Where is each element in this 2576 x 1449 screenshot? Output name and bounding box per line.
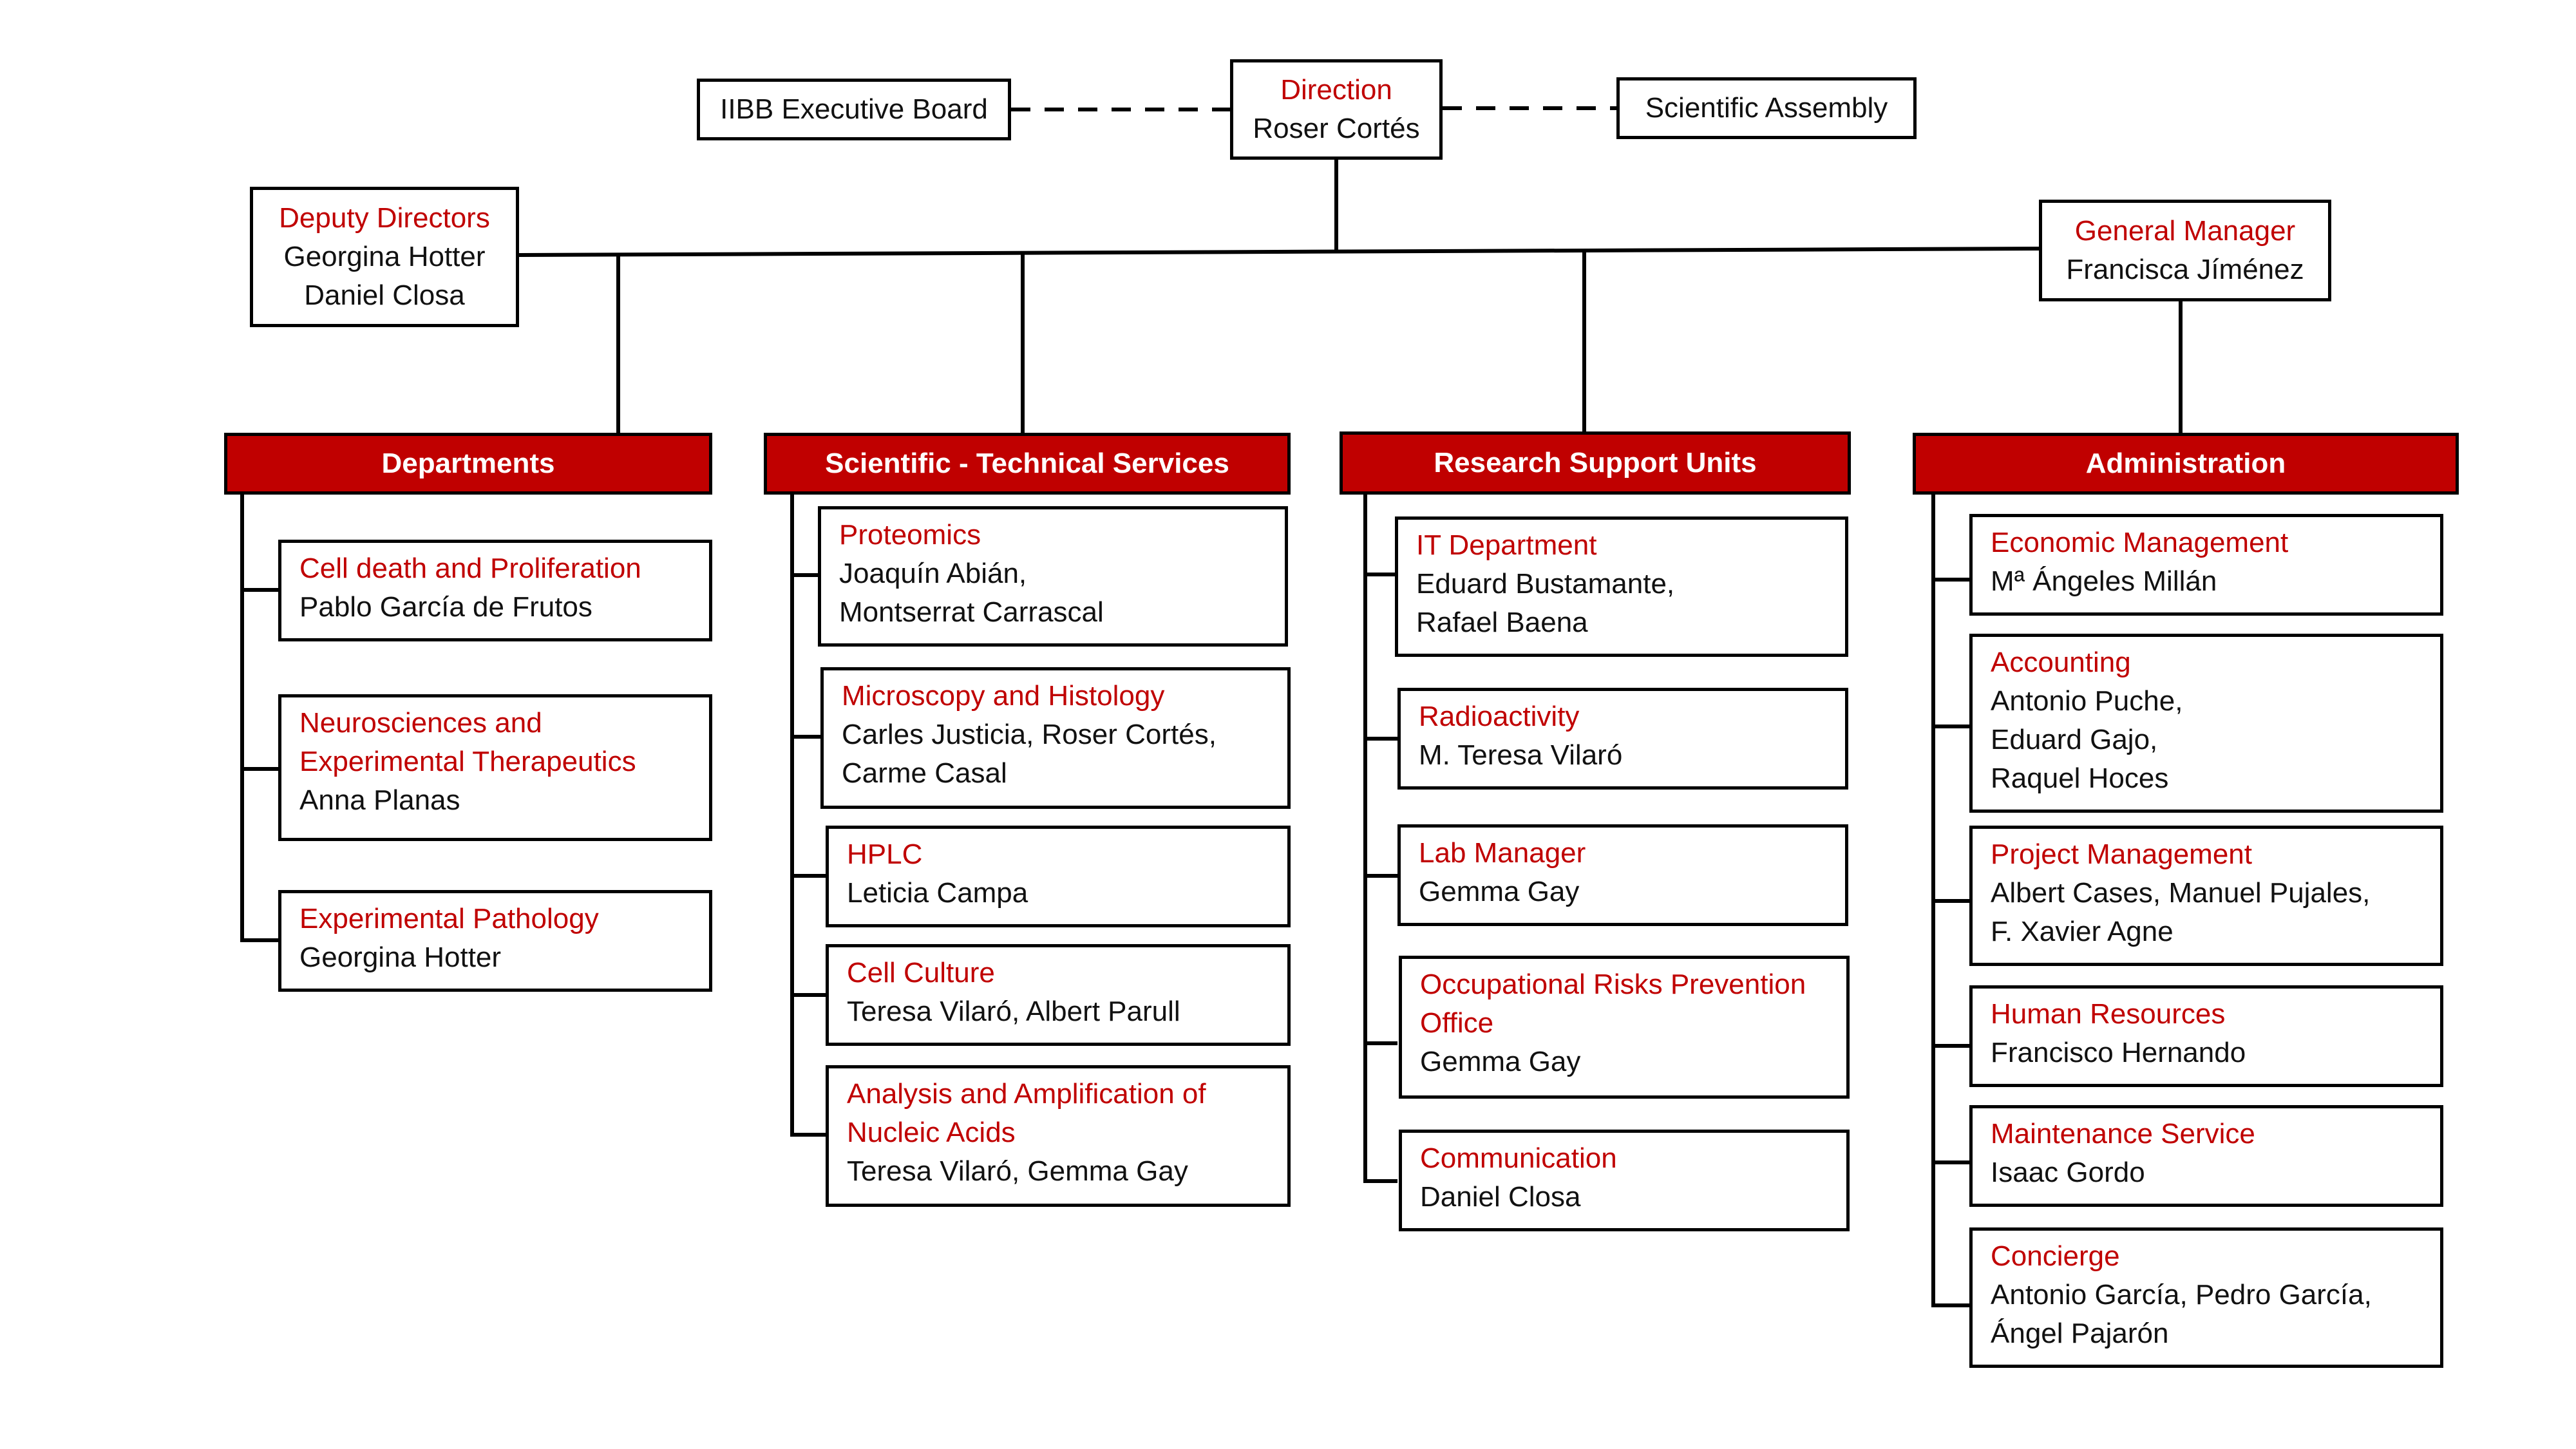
direction-name: Roser Cortés	[1253, 113, 1420, 144]
research-support-units-header: Research Support Units	[1340, 431, 1851, 495]
unit-people: Pablo García de Frutos	[299, 591, 592, 623]
department-box: Cell death and Proliferation Pablo Garcí…	[278, 540, 712, 641]
unit-people: Mª Ángeles Millán	[1991, 565, 2217, 597]
unit-title: Accounting	[1991, 647, 2131, 678]
unit-title: Lab Manager	[1419, 837, 1586, 869]
unit-title: Analysis and Amplification of	[847, 1078, 1206, 1110]
unit-title: Concierge	[1991, 1240, 2120, 1272]
service-box: Proteomics Joaquín Abián, Montserrat Car…	[818, 506, 1288, 647]
unit-title: Maintenance Service	[1991, 1118, 2255, 1150]
unit-people: M. Teresa Vilaró	[1419, 739, 1623, 771]
executive-board-box: IIBB Executive Board	[697, 79, 1011, 140]
unit-title: HPLC	[847, 838, 923, 870]
unit-title: Nucleic Acids	[847, 1117, 1016, 1148]
support-unit-box: Communication Daniel Closa	[1399, 1130, 1850, 1231]
unit-people: Antonio Puche,	[1991, 685, 2183, 717]
unit-title: Radioactivity	[1419, 701, 1580, 732]
direction-title: Direction	[1280, 74, 1392, 106]
unit-people: F. Xavier Agne	[1991, 916, 2174, 947]
service-box: Analysis and Amplification of Nucleic Ac…	[826, 1065, 1291, 1207]
unit-people: Anna Planas	[299, 784, 460, 816]
executive-board-label: IIBB Executive Board	[720, 93, 988, 125]
unit-people: Antonio García, Pedro García,	[1991, 1279, 2372, 1311]
service-box: HPLC Leticia Campa	[826, 826, 1291, 927]
unit-title: Cell Culture	[847, 957, 995, 989]
scientific-technical-services-header: Scientific - Technical Services	[764, 433, 1291, 495]
unit-people: Leticia Campa	[847, 877, 1028, 909]
unit-people: Carles Justicia, Roser Cortés,	[842, 719, 1217, 750]
administration-box: Concierge Antonio García, Pedro García, …	[1969, 1227, 2443, 1368]
unit-people: Carme Casal	[842, 757, 1007, 789]
unit-title: Neurosciences and	[299, 707, 542, 739]
unit-people: Montserrat Carrascal	[839, 596, 1104, 628]
support-unit-box: Lab Manager Gemma Gay	[1397, 824, 1848, 926]
administration-box: Economic Management Mª Ángeles Millán	[1969, 514, 2443, 616]
unit-people: Georgina Hotter	[299, 942, 502, 973]
unit-people: Joaquín Abián,	[839, 558, 1027, 589]
administration-box: Maintenance Service Isaac Gordo	[1969, 1105, 2443, 1207]
unit-people: Teresa Vilaró, Albert Parull	[847, 996, 1180, 1027]
unit-title: Office	[1420, 1007, 1494, 1039]
administration-box: Accounting Antonio Puche, Eduard Gajo, R…	[1969, 634, 2443, 813]
support-unit-box: Occupational Risks Prevention Office Gem…	[1399, 956, 1850, 1099]
unit-title: Communication	[1420, 1142, 1617, 1174]
direction-box: Direction Roser Cortés	[1230, 59, 1443, 160]
unit-title: Human Resources	[1991, 998, 2226, 1030]
unit-title: Project Management	[1991, 838, 2252, 870]
unit-people: Daniel Closa	[1420, 1181, 1581, 1213]
unit-people: Gemma Gay	[1420, 1046, 1581, 1077]
service-box: Microscopy and Histology Carles Justicia…	[820, 667, 1291, 809]
unit-title: IT Department	[1416, 529, 1597, 561]
unit-people: Eduard Bustamante,	[1416, 568, 1675, 600]
department-box: Experimental Pathology Georgina Hotter	[278, 890, 712, 992]
support-unit-box: IT Department Eduard Bustamante, Rafael …	[1395, 516, 1848, 657]
scientific-assembly-box: Scientific Assembly	[1616, 77, 1917, 139]
unit-title: Proteomics	[839, 519, 981, 551]
unit-title: Cell death and Proliferation	[299, 553, 641, 584]
administration-header: Administration	[1913, 433, 2459, 495]
scientific-assembly-label: Scientific Assembly	[1645, 92, 1888, 124]
support-unit-box: Radioactivity M. Teresa Vilaró	[1397, 688, 1848, 790]
unit-title: Microscopy and Histology	[842, 680, 1165, 712]
service-box: Cell Culture Teresa Vilaró, Albert Parul…	[826, 944, 1291, 1046]
administration-box: Human Resources Francisco Hernando	[1969, 985, 2443, 1087]
department-box: Neurosciences and Experimental Therapeut…	[278, 694, 712, 841]
unit-people: Francisco Hernando	[1991, 1037, 2246, 1068]
connector-line	[518, 247, 2040, 257]
deputy-director-name: Georgina Hotter	[283, 241, 486, 272]
deputy-director-name: Daniel Closa	[304, 279, 465, 311]
unit-people: Gemma Gay	[1419, 876, 1580, 907]
departments-header: Departments	[224, 433, 712, 495]
general-manager-box: General Manager Francisca Jíménez	[2039, 200, 2331, 301]
unit-people: Albert Cases, Manuel Pujales,	[1991, 877, 2371, 909]
deputy-directors-title: Deputy Directors	[279, 202, 490, 234]
unit-title: Occupational Risks Prevention	[1420, 969, 1806, 1000]
administration-box: Project Management Albert Cases, Manuel …	[1969, 826, 2443, 966]
unit-people: Raquel Hoces	[1991, 762, 2169, 794]
unit-people: Rafael Baena	[1416, 607, 1588, 638]
unit-title: Experimental Pathology	[299, 903, 599, 934]
deputy-directors-box: Deputy Directors Georgina Hotter Daniel …	[250, 187, 519, 327]
unit-title: Experimental Therapeutics	[299, 746, 636, 777]
unit-people: Eduard Gajo,	[1991, 724, 2158, 755]
general-manager-title: General Manager	[2074, 215, 2296, 247]
unit-people: Teresa Vilaró, Gemma Gay	[847, 1155, 1188, 1187]
general-manager-name: Francisca Jíménez	[2066, 254, 2304, 285]
unit-people: Isaac Gordo	[1991, 1157, 2145, 1188]
unit-title: Economic Management	[1991, 527, 2289, 558]
unit-people: Ángel Pajarón	[1991, 1318, 2169, 1349]
